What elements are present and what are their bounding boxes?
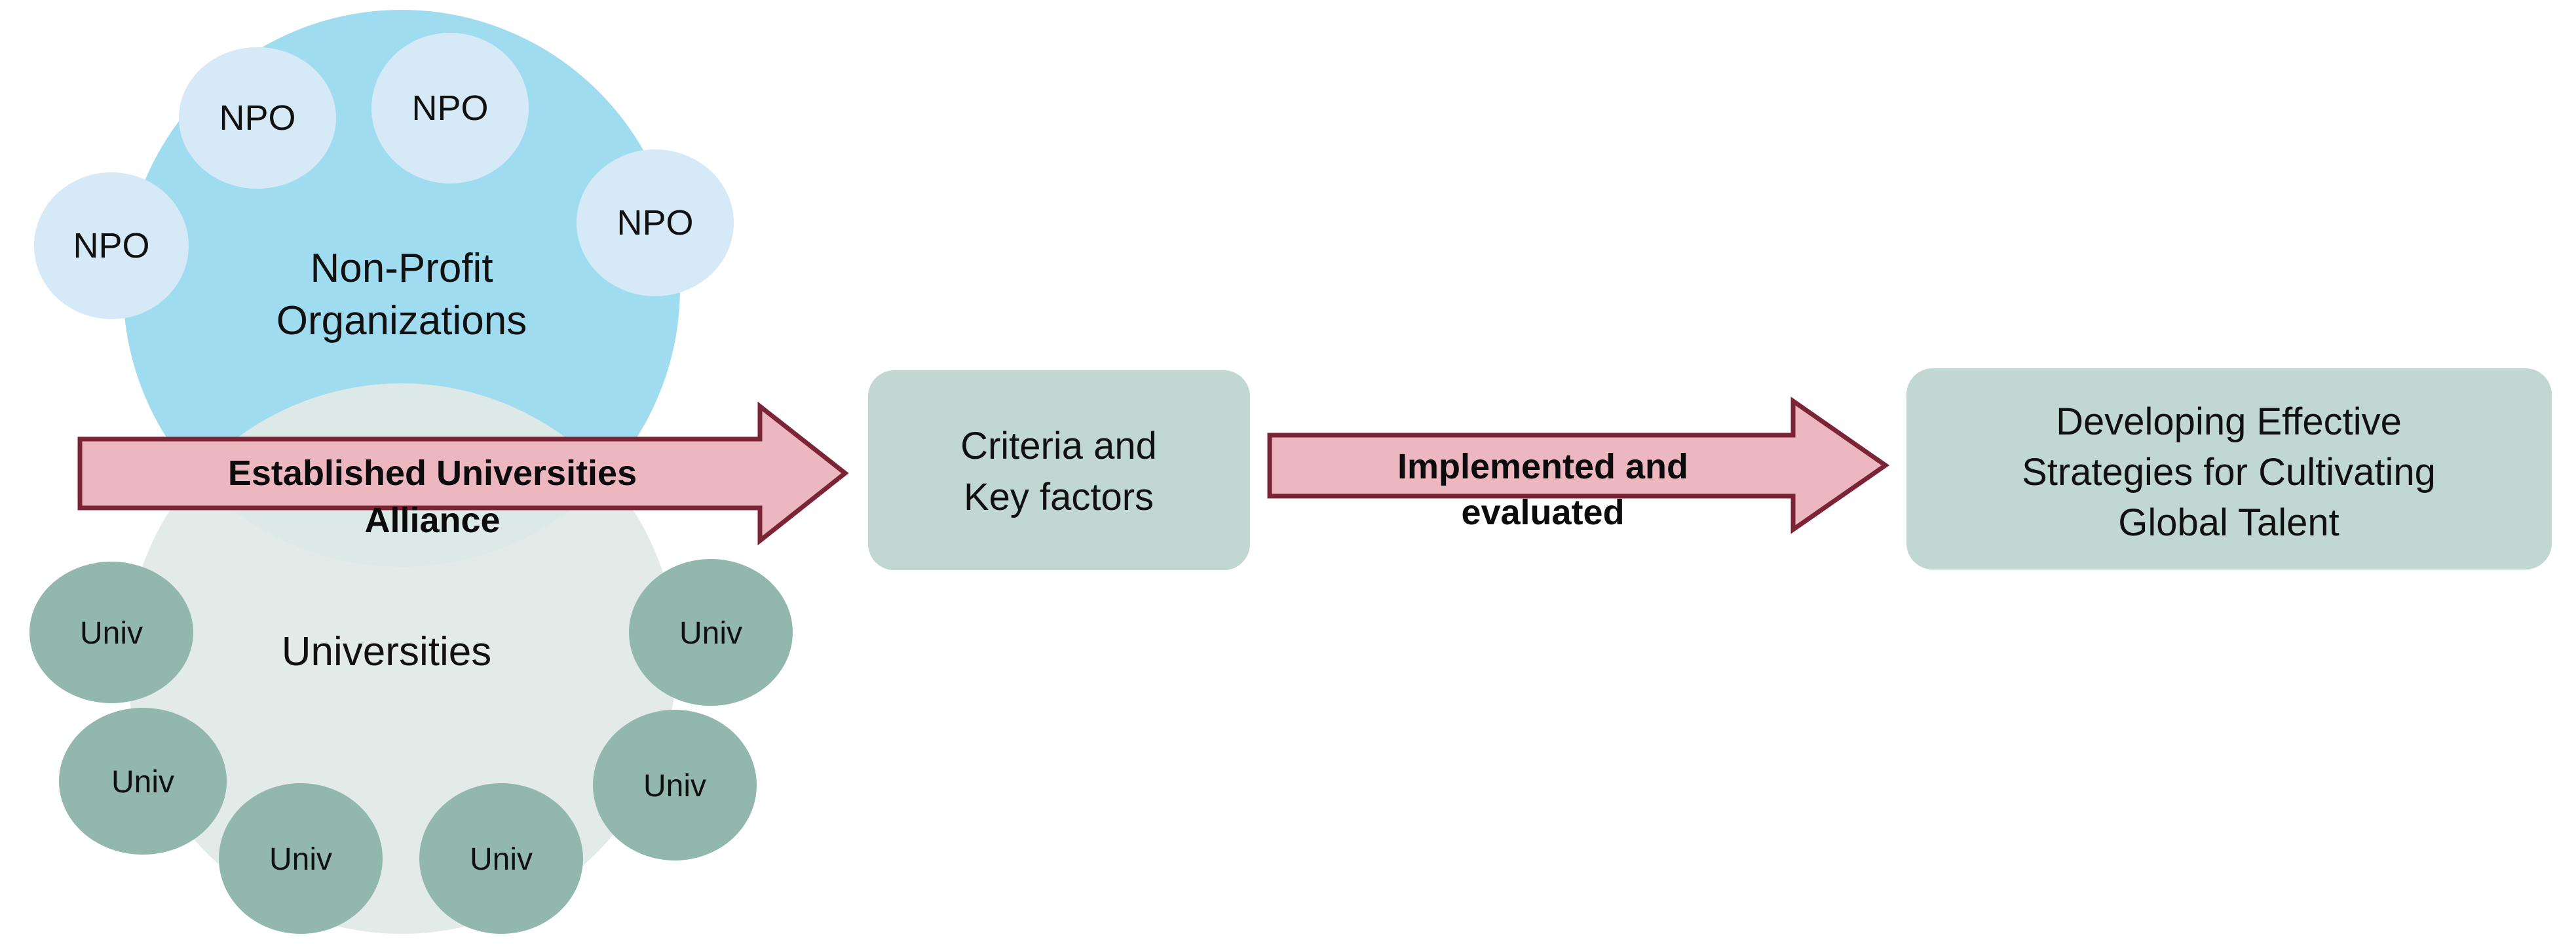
- univ-node-2[interactable]: Univ: [59, 708, 227, 855]
- npo-node-circle: [34, 172, 189, 319]
- box-criteria-key-factors[interactable]: Criteria and Key factors: [868, 370, 1250, 570]
- univ-node-6[interactable]: Univ: [629, 559, 793, 706]
- arrow-label-line1: Implemented and: [1397, 447, 1688, 486]
- box-shape: [1906, 368, 2552, 570]
- box-label-line3: Global Talent: [2118, 501, 2339, 544]
- npo-node-circle: [577, 149, 734, 296]
- npo-node-2[interactable]: NPO: [371, 33, 529, 184]
- npo-node-3[interactable]: NPO: [34, 172, 189, 319]
- univ-node-label: Univ: [80, 616, 143, 651]
- arrow-shape: [1267, 396, 1890, 534]
- npo-node-label: NPO: [219, 98, 295, 138]
- arrow-established-universities-alliance[interactable]: Established Universities Alliance: [77, 401, 849, 546]
- arrow-shape: [77, 401, 849, 546]
- univ-node-label: Univ: [111, 765, 174, 800]
- univ-node-label: Univ: [679, 616, 742, 651]
- npo-node-4[interactable]: NPO: [577, 149, 734, 296]
- arrow-label-line2: evaluated: [1461, 493, 1624, 532]
- univ-node-5[interactable]: Univ: [593, 710, 757, 860]
- arrow-implemented-and-evaluated[interactable]: Implemented and evaluated: [1267, 396, 1890, 534]
- univ-node-circle: [219, 783, 383, 934]
- univ-node-3[interactable]: Univ: [219, 783, 383, 934]
- univ-node-label: Univ: [643, 769, 706, 803]
- box-label-line2: Key factors: [964, 476, 1154, 518]
- npo-node-label: NPO: [411, 88, 488, 128]
- universities-group-label: Universities: [282, 629, 491, 674]
- box-developing-strategies[interactable]: Developing Effective Strategies for Cult…: [1906, 368, 2552, 570]
- arrow-label-line2: Alliance: [364, 501, 500, 540]
- univ-node-circle: [419, 783, 583, 934]
- box-shape: [868, 370, 1250, 570]
- univ-node-1[interactable]: Univ: [29, 562, 193, 703]
- box-label-line2: Strategies for Cultivating: [2022, 451, 2436, 493]
- npo-node-label: NPO: [616, 203, 693, 242]
- npo-node-circle: [179, 47, 336, 189]
- npo-node-1[interactable]: NPO: [179, 47, 336, 189]
- npo-group-label-line1: Non-Profit: [310, 246, 493, 291]
- univ-node-4[interactable]: Univ: [419, 783, 583, 934]
- npo-group-label-line2: Organizations: [276, 298, 527, 343]
- arrow-label-line1: Established Universities: [228, 454, 637, 493]
- univ-node-circle: [29, 562, 193, 703]
- box-label-line1: Criteria and: [960, 425, 1157, 467]
- box-label-line1: Developing Effective: [2056, 400, 2402, 443]
- univ-node-circle: [593, 710, 757, 860]
- univ-node-circle: [629, 559, 793, 706]
- univ-node-circle: [59, 708, 227, 855]
- univ-node-label: Univ: [470, 842, 533, 877]
- univ-node-label: Univ: [269, 842, 332, 877]
- npo-node-label: NPO: [73, 226, 149, 265]
- npo-node-circle: [371, 33, 529, 184]
